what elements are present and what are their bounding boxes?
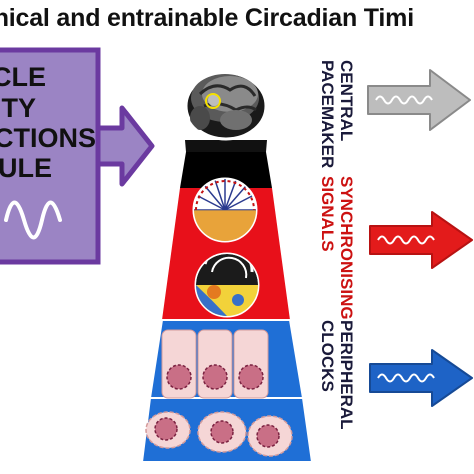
left-line-1: CLE <box>0 62 46 92</box>
peripheral-cells-row-1 <box>161 329 269 399</box>
label-central-line2: PACEMAKER <box>318 60 337 169</box>
wave-icon <box>377 235 435 245</box>
label-central-line1: CENTRAL <box>337 60 356 142</box>
wave-icon <box>375 95 433 105</box>
wave-icon <box>377 373 435 383</box>
label-peripheral-line2: CLOCKS <box>318 320 337 392</box>
peripheral-output-arrow <box>369 349 473 407</box>
peripheral-cells-row-2 <box>145 411 293 457</box>
cell-icon <box>192 177 258 243</box>
label-peripheral-line1: PERIPHERAL <box>337 320 356 430</box>
label-central: CENTRAL PACEMAKER <box>318 60 356 170</box>
label-sync-line1: SYNCHRONISING <box>337 176 356 320</box>
wave-icon <box>4 200 62 240</box>
label-sync: SYNCHRONISING SIGNALS <box>318 176 356 336</box>
left-info-box: CLE ITY CTIONS ULE <box>0 47 155 265</box>
central-output-arrow <box>367 69 471 131</box>
sync-output-arrow <box>369 211 473 269</box>
left-line-4: ULE <box>0 153 52 183</box>
label-sync-line2: SIGNALS <box>318 176 337 252</box>
diagram-title: chical and entrainable Circadian Timi <box>0 4 414 32</box>
brain-mri-icon <box>184 71 268 141</box>
left-line-3: CTIONS <box>0 123 96 153</box>
left-line-2: ITY <box>0 93 36 123</box>
cell-icon <box>194 252 260 318</box>
label-peripheral: PERIPHERAL CLOCKS <box>318 320 356 470</box>
